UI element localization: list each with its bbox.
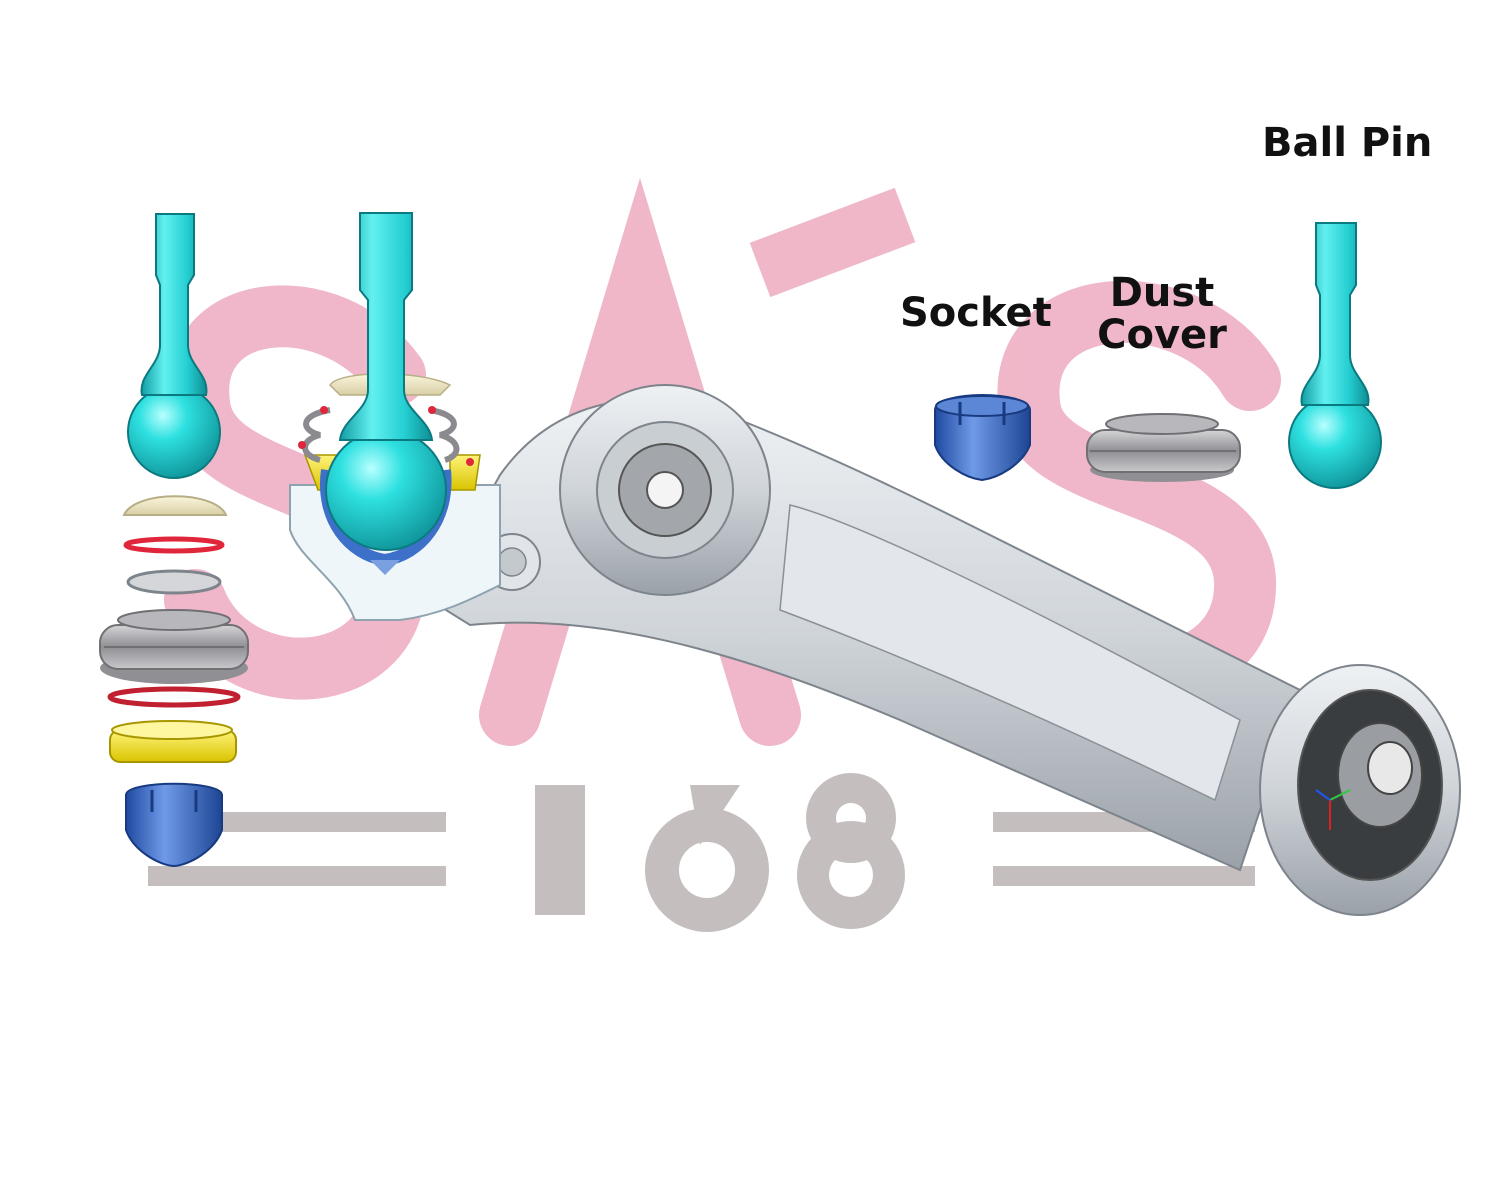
assembled-pin-stem bbox=[338, 212, 434, 441]
assembled-ball-joint-section bbox=[289, 212, 501, 621]
exploded-stack bbox=[99, 213, 249, 868]
control-arm-channel bbox=[779, 504, 1241, 802]
exploded-washer bbox=[126, 569, 222, 595]
rear-bushing bbox=[1367, 741, 1413, 795]
dust-cover-part bbox=[1086, 413, 1241, 482]
watermark-number bbox=[148, 773, 1255, 932]
dust-cover-label: Dust Cover bbox=[1092, 272, 1232, 356]
dust-cover-section bbox=[302, 407, 460, 463]
socket-label: Socket bbox=[900, 290, 1052, 336]
assembled-ball bbox=[325, 429, 447, 551]
exploded-seal-ring-1 bbox=[123, 536, 225, 554]
exploded-housing-insert bbox=[109, 720, 237, 763]
dust-cover-label-line1: Dust bbox=[1109, 270, 1215, 316]
exploded-socket bbox=[125, 782, 223, 868]
control-arm bbox=[428, 384, 1461, 916]
exploded-retainer bbox=[122, 495, 228, 516]
ball-pin-part bbox=[1288, 222, 1382, 489]
ball-pin-label: Ball Pin bbox=[1262, 120, 1433, 166]
axis-triad-icon bbox=[1315, 789, 1351, 830]
exploded-seal-ring-2 bbox=[107, 686, 241, 708]
dust-cover-label-line2: Cover bbox=[1097, 312, 1227, 358]
socket-part bbox=[934, 394, 1031, 482]
exploded-ball-pin bbox=[127, 213, 221, 479]
exploded-dust-cover bbox=[99, 609, 249, 684]
